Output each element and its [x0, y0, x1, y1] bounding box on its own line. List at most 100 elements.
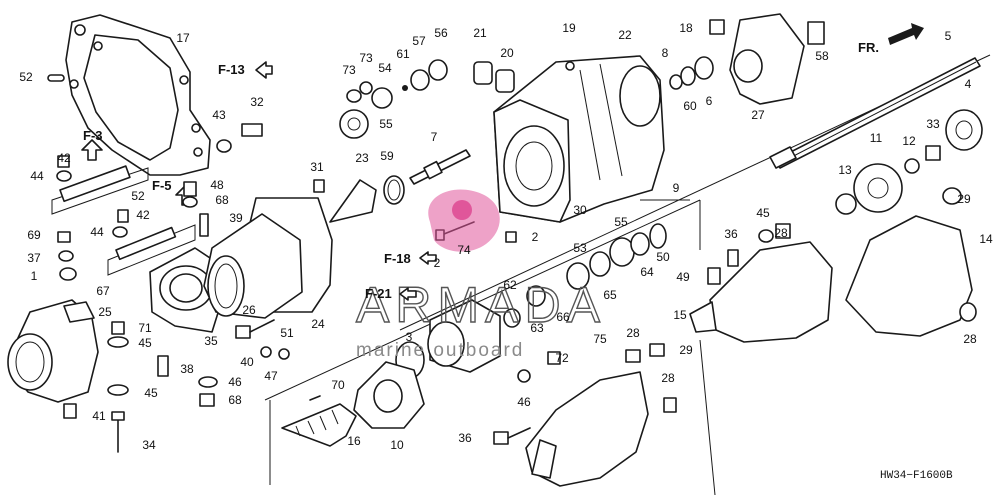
callout-c16: 16 [347, 434, 361, 448]
callout-c50: 50 [656, 250, 670, 264]
callout-c66: 66 [556, 310, 570, 324]
nozzle-part [7, 299, 99, 403]
callout-c18: 18 [679, 21, 693, 35]
right-upper-parts [669, 13, 825, 105]
callout-c8: 8 [662, 46, 669, 60]
watermark-brand: ARMADA [356, 277, 606, 333]
callout-c55b: 55 [379, 117, 393, 131]
bottom-cover-part [493, 343, 677, 487]
diagram-code: HW34−F1600B [880, 470, 953, 482]
callout-c46a: 46 [228, 375, 242, 389]
callout-c29b: 29 [679, 343, 693, 357]
drive-shaft [769, 57, 981, 169]
callout-c44b: 44 [90, 225, 104, 239]
callout-c49: 49 [676, 270, 690, 284]
left-fittings [56, 155, 209, 281]
callout-c23: 23 [355, 151, 369, 165]
callout-c71: 71 [138, 321, 152, 335]
stator-housing-part [353, 299, 501, 429]
ref-f18-arrow-icon [419, 251, 437, 265]
callout-c59: 59 [380, 149, 394, 163]
coupling-parts [835, 109, 983, 215]
ring-flange-part [65, 14, 211, 176]
callout-c9: 9 [673, 181, 680, 195]
callout-c56: 56 [434, 26, 448, 40]
callout-c63: 63 [530, 321, 544, 335]
callout-c32: 32 [250, 95, 264, 109]
callout-c10: 10 [390, 438, 404, 452]
callout-c37: 37 [27, 251, 41, 265]
callout-c40: 40 [240, 355, 254, 369]
ref-f3: F-3 [83, 128, 103, 143]
ref-f18: F-18 [384, 251, 411, 266]
pin-part [47, 74, 65, 82]
callout-c19: 19 [562, 21, 576, 35]
watermark-tagline: marine outboard [356, 340, 524, 361]
callout-c69: 69 [27, 228, 41, 242]
mount-bracket-part [149, 247, 223, 333]
callout-c31: 31 [310, 160, 324, 174]
bushings [473, 61, 515, 93]
callout-c42a: 42 [57, 151, 71, 165]
callout-c4: 4 [965, 77, 972, 91]
callout-c68b: 68 [228, 393, 242, 407]
callout-c45b: 45 [144, 386, 158, 400]
watermark-dot-icon [452, 200, 472, 220]
callout-c2a: 2 [434, 256, 441, 270]
callout-c14: 14 [979, 232, 993, 246]
callout-c27: 27 [751, 108, 765, 122]
ref-f13: F-13 [218, 62, 245, 77]
callout-c26: 26 [242, 303, 256, 317]
callout-c36a: 36 [724, 227, 738, 241]
callout-c67: 67 [96, 284, 110, 298]
callout-c29a: 29 [957, 192, 971, 206]
callout-c33: 33 [926, 117, 940, 131]
callout-c52a: 52 [19, 70, 33, 84]
upper-bearing-parts [339, 59, 448, 139]
callout-c62: 62 [503, 278, 517, 292]
callout-c53: 53 [573, 241, 587, 255]
callout-c73a: 73 [342, 63, 356, 77]
callout-c7: 7 [431, 130, 438, 144]
callout-c41: 41 [92, 409, 106, 423]
callout-c15: 15 [673, 308, 687, 322]
callout-c28d: 28 [963, 332, 977, 346]
callout-c70: 70 [331, 378, 345, 392]
callout-c11: 11 [870, 131, 883, 145]
callout-c13: 13 [838, 163, 852, 177]
callout-c12: 12 [902, 134, 916, 148]
callout-c52b: 52 [131, 189, 145, 203]
ref-f13-arrow-icon [255, 61, 273, 79]
callout-c17: 17 [176, 31, 190, 45]
callout-c46b: 46 [517, 395, 531, 409]
callout-c65: 65 [603, 288, 617, 302]
callout-c68a: 68 [215, 193, 229, 207]
callout-c34: 34 [142, 438, 156, 452]
callout-c28c: 28 [661, 371, 675, 385]
callout-c21: 21 [473, 26, 487, 40]
short-shaft-part [409, 149, 471, 185]
reference-labels: F-13 F-3 F-5 F-18 F-21 FR. [83, 40, 879, 301]
watermark-swirl-icon [428, 189, 500, 252]
callout-c1: 1 [31, 269, 38, 283]
callout-c45c: 45 [756, 206, 770, 220]
callout-c47: 47 [264, 369, 278, 383]
ref-f5: F-5 [152, 178, 172, 193]
callout-c64: 64 [640, 265, 654, 279]
bearing-row [503, 223, 667, 328]
callout-c44a: 44 [30, 169, 44, 183]
callout-c38: 38 [180, 362, 194, 376]
right-cover-parts [689, 187, 977, 343]
ref-f21: F-21 [365, 286, 392, 301]
callout-c45a: 45 [138, 336, 152, 350]
callout-c55a: 55 [614, 215, 628, 229]
callout-c48: 48 [210, 178, 224, 192]
callout-c74: 74 [457, 243, 471, 257]
callout-c73b: 73 [359, 51, 373, 65]
callout-c42b: 42 [136, 208, 150, 222]
cone-assembly [313, 175, 405, 223]
funnel-housing-part [203, 197, 333, 319]
